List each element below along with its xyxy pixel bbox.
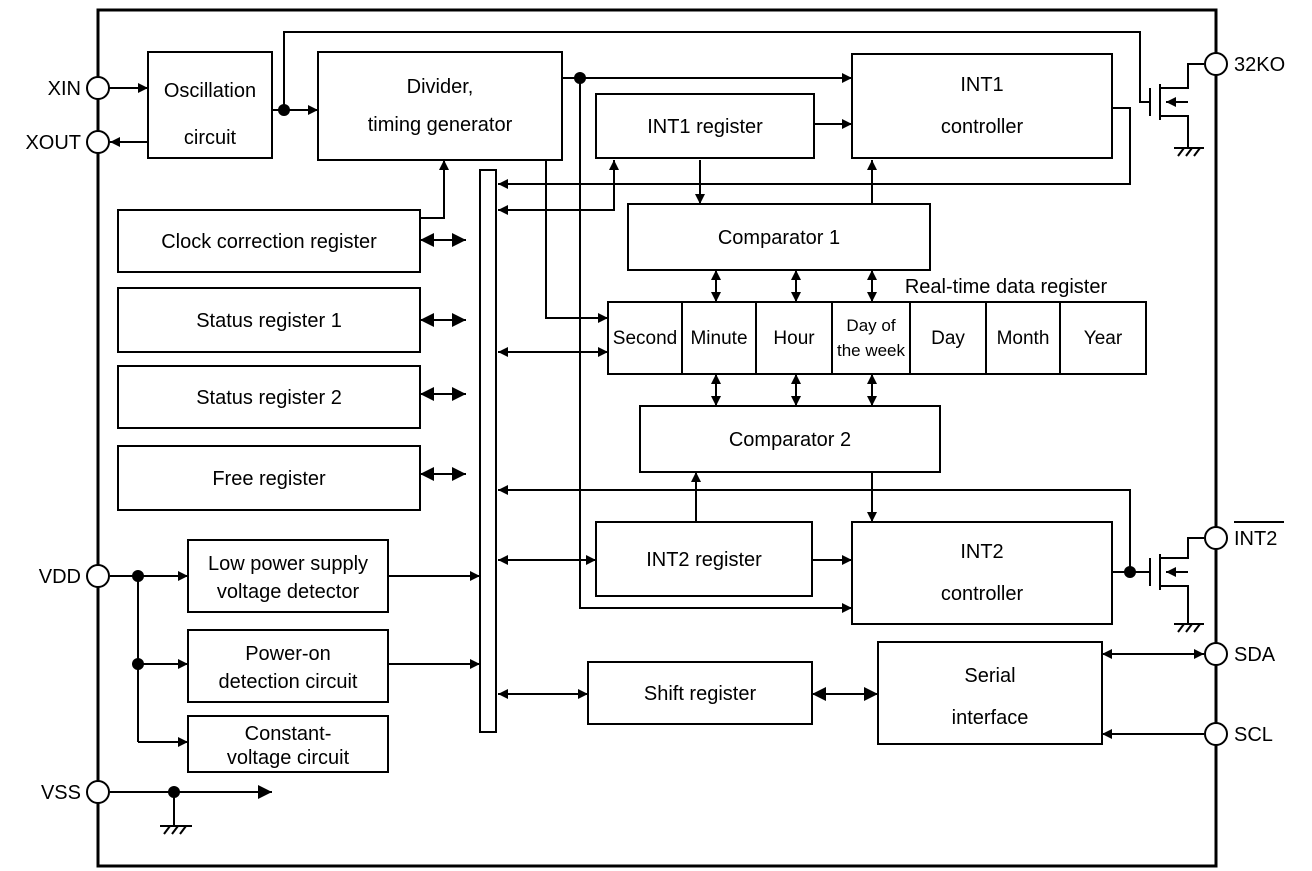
shift-register-block: Shift register — [587, 661, 813, 725]
clock-correction-register-block: Clock correction register — [117, 209, 421, 273]
pin-sda-icon — [1204, 642, 1228, 666]
cell-day: Day — [931, 328, 965, 349]
status-register-2-label: Status register 2 — [196, 387, 342, 409]
int2-controller-block: INT2 controller — [851, 521, 1113, 625]
free-register-block: Free register — [117, 445, 421, 511]
serial-interface-block: Serial interface — [877, 641, 1103, 745]
constant-voltage-line1: Constant- — [245, 723, 332, 745]
pin-32ko-icon — [1204, 52, 1228, 76]
ground-icon — [1174, 147, 1204, 157]
pin-xin-icon — [86, 76, 110, 100]
pin-vdd-icon — [86, 564, 110, 588]
divider-block: Divider, timing generator — [317, 51, 563, 161]
int1-controller-block: INT1 controller — [851, 53, 1113, 159]
low-power-detector-block: Low power supply voltage detector — [187, 539, 389, 613]
divider-line1: Divider, — [407, 76, 474, 98]
int2-register-block: INT2 register — [595, 521, 813, 597]
status-register-2-block: Status register 2 — [117, 365, 421, 429]
status-register-1-block: Status register 1 — [117, 287, 421, 353]
pins — [86, 52, 1228, 804]
pin-scl-label: SCL — [1234, 724, 1273, 746]
pin-xin-label: XIN — [48, 78, 81, 100]
shift-register-label: Shift register — [644, 683, 757, 705]
ground-symbols — [160, 147, 1204, 835]
constant-voltage-line2: voltage circuit — [227, 747, 350, 769]
cell-hour: Hour — [773, 328, 815, 349]
int2-controller-line2: controller — [941, 583, 1024, 605]
comparator-1-block: Comparator 1 — [627, 203, 931, 271]
comparator-2-block: Comparator 2 — [639, 405, 941, 473]
comparator-2-label: Comparator 2 — [729, 429, 851, 451]
int2-register-label: INT2 register — [646, 549, 762, 571]
oscillation-line1: Oscillation — [164, 80, 256, 102]
junction-dots — [132, 72, 1136, 798]
power-on-detection-block: Power-on detection circuit — [187, 629, 389, 703]
oscillation-line2: circuit — [184, 127, 237, 149]
constant-voltage-block: Constant- voltage circuit — [187, 715, 389, 773]
power-on-line2: detection circuit — [219, 671, 358, 693]
oscillation-circuit-block: Oscillation circuit — [147, 51, 273, 159]
pin-int2-icon — [1204, 526, 1228, 550]
mosfet-int2-icon — [1149, 537, 1204, 624]
ground-icon — [1174, 623, 1204, 633]
pin-vss-label: VSS — [41, 782, 81, 804]
status-register-1-label: Status register 1 — [196, 310, 342, 332]
serial-interface-line2: interface — [952, 707, 1029, 729]
serial-interface-line1: Serial — [964, 665, 1015, 687]
cell-day-of-week-line1: Day of — [846, 316, 895, 335]
free-register-label: Free register — [212, 468, 326, 490]
divider-line2: timing generator — [368, 114, 513, 136]
mosfet-32ko-icon — [1149, 63, 1204, 148]
int1-register-label: INT1 register — [647, 116, 763, 138]
low-power-line2: voltage detector — [217, 581, 360, 603]
pin-xout-label: XOUT — [25, 132, 81, 154]
cell-month: Month — [997, 328, 1050, 349]
cell-year: Year — [1084, 328, 1123, 349]
low-power-line1: Low power supply — [208, 553, 368, 575]
internal-bus — [479, 169, 497, 733]
pin-sda-label: SDA — [1234, 644, 1276, 666]
cell-minute: Minute — [690, 328, 747, 349]
pin-32ko-label: 32KO — [1234, 54, 1285, 76]
int1-register-block: INT1 register — [595, 93, 815, 159]
cell-second: Second — [613, 328, 677, 349]
ground-icon — [160, 825, 192, 835]
power-on-line1: Power-on — [245, 643, 331, 665]
int2-controller-line1: INT2 — [960, 541, 1003, 563]
pin-int2-label: INT2 — [1234, 528, 1277, 550]
pin-vss-icon — [86, 780, 110, 804]
clock-correction-label: Clock correction register — [161, 231, 377, 253]
comparator-1-label: Comparator 1 — [718, 227, 840, 249]
pin-vdd-label: VDD — [39, 566, 81, 588]
chip-outline — [96, 8, 1218, 868]
cell-day-of-week-line2: the week — [837, 341, 906, 360]
int1-controller-line2: controller — [941, 116, 1024, 138]
realtime-data-register: Second Minute Hour Day of the week Day M… — [607, 301, 1147, 375]
realtime-register-title: Real-time data register — [905, 276, 1108, 298]
pin-scl-icon — [1204, 722, 1228, 746]
int1-controller-line1: INT1 — [960, 74, 1003, 96]
pin-xout-icon — [86, 130, 110, 154]
